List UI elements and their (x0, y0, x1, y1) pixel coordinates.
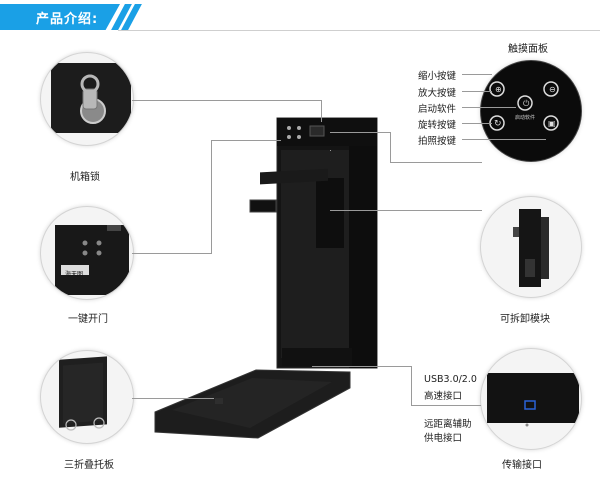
start-software-mini-label: 启动软件 (515, 115, 536, 121)
zoom-in-label: 放大按键 (418, 88, 457, 99)
svg-text:↻: ↻ (494, 119, 502, 129)
photo-label: 拍照按键 (418, 136, 457, 147)
usb-sub-label: 高速接口 (424, 391, 463, 402)
leader-panel-v (390, 132, 391, 162)
brand-badge: 海天图 (65, 271, 84, 278)
lock-label: 机箱锁 (70, 172, 100, 183)
leader-panel-h2 (330, 132, 390, 133)
transfer-interface-label: 传输接口 (502, 460, 542, 471)
section-title: 产品介绍: (36, 12, 99, 27)
header-rule (118, 30, 600, 31)
leader-open (132, 253, 212, 254)
usb-label: USB3.0/2.0 (424, 374, 477, 385)
touch-panel-title: 触摸面板 (508, 44, 548, 55)
leader-transfer-h (411, 405, 481, 406)
leader-lock-v (321, 100, 322, 122)
remote-power-label-2: 供电接口 (424, 433, 463, 444)
svg-text:▣: ▣ (548, 119, 556, 128)
leader-module (330, 210, 482, 211)
leader-zoom-in (462, 91, 492, 92)
rotate-label: 旋转按键 (418, 120, 457, 131)
leader-tray (132, 398, 214, 399)
remote-power-label-1: 远距离辅助 (424, 419, 472, 430)
one-key-open-circle: 海天图 (40, 206, 134, 300)
leader-open-h (211, 140, 281, 141)
start-software-label: 启动软件 (418, 104, 457, 115)
svg-text:⊖: ⊖ (549, 85, 556, 94)
leader-start (462, 107, 516, 108)
zoom-out-label: 缩小按键 (418, 71, 457, 82)
section-header: 产品介绍: (0, 0, 600, 40)
leader-rotate (462, 123, 492, 124)
tri-fold-tray-label: 三折叠托板 (64, 460, 114, 471)
leader-photo (462, 139, 546, 140)
detachable-module-label: 可拆卸模块 (500, 314, 550, 325)
svg-text:⊕: ⊕ (495, 85, 502, 94)
one-key-open-label: 一键开门 (68, 314, 108, 325)
touch-panel-circle: ⊕ ⊖ ⏻ ↻ ▣ 启动软件 (480, 60, 582, 162)
detachable-module-circle (480, 196, 582, 298)
leader-lock (132, 100, 322, 101)
leader-panel-h (390, 162, 482, 163)
leader-zoom-out (462, 74, 492, 75)
leader-open-v (211, 140, 212, 253)
leader-panel (330, 150, 331, 151)
leader-transfer-v (411, 366, 412, 406)
header-banner (0, 4, 120, 30)
lock-detail-circle (40, 52, 134, 146)
transfer-interface-circle (480, 348, 582, 450)
leader-transfer (312, 366, 412, 367)
svg-text:⏻: ⏻ (523, 99, 530, 108)
tri-fold-tray-circle (40, 350, 134, 444)
